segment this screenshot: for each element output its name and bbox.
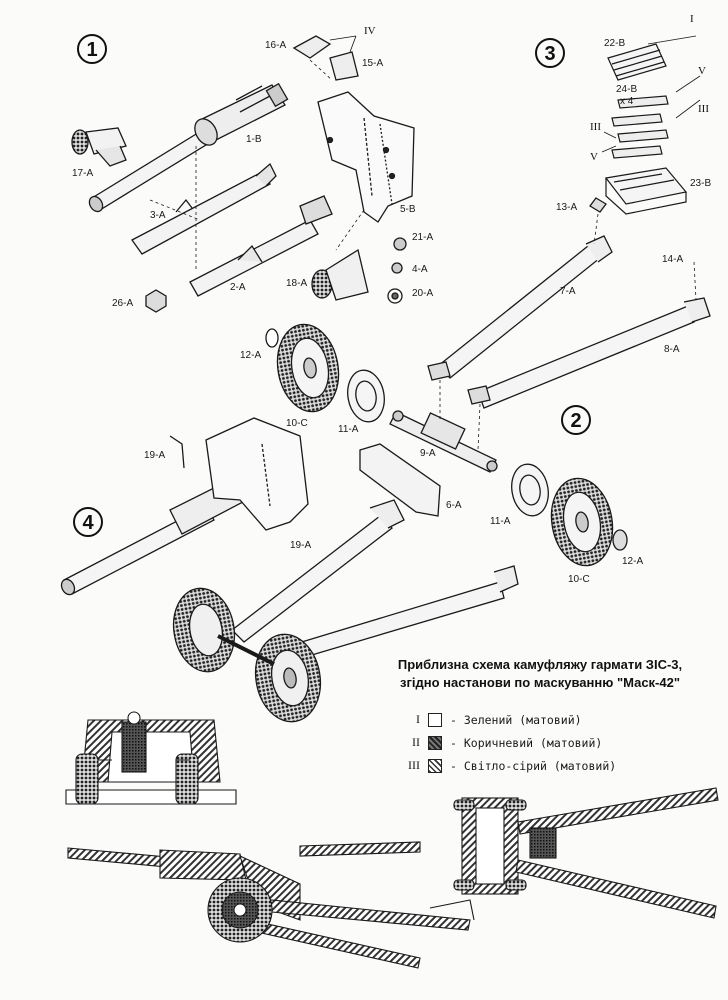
right-trail-part	[467, 261, 711, 409]
label-24b: 24-B	[616, 84, 637, 95]
camouflage-title-line-1: Приблизна схема камуфляжу гармати ЗІС-3,	[397, 657, 683, 672]
sight-part	[292, 35, 359, 81]
camouflage-title-line-2: згідно настанови по маскуванню "Маск-42"	[399, 675, 681, 690]
step-1-marker: 1	[77, 34, 107, 64]
svg-text:4: 4	[82, 512, 94, 534]
axle-part	[389, 410, 498, 473]
label-11a-left: 11-A	[338, 424, 359, 435]
shield-part	[317, 91, 415, 223]
label-7a: 7-A	[560, 286, 576, 297]
legend-label: - Світло-сірий (матовий)	[450, 758, 617, 773]
label-8a: 8-A	[664, 344, 680, 355]
brown-swatch-icon	[428, 735, 442, 750]
trunnion-part	[71, 127, 127, 167]
legend-label: - Зелений (матовий)	[450, 712, 582, 727]
camouflage-legend: I - Зелений (матовий) II - Коричневий (м…	[398, 708, 718, 777]
svg-text:3: 3	[544, 43, 555, 65]
step-3-assembly	[601, 35, 701, 215]
label-19a-top: 19-A	[144, 450, 165, 461]
shells-part	[611, 95, 669, 159]
grey-swatch-icon	[428, 758, 442, 773]
callout-v-top: V	[698, 65, 706, 77]
lower-shield-part	[359, 443, 441, 517]
colour-callouts: IV I V III III V	[329, 13, 709, 163]
label-15a: 15-A	[362, 58, 383, 69]
label-17a: 17-A	[72, 168, 93, 179]
svg-text:2: 2	[570, 410, 581, 432]
label-4a: 4-A	[412, 264, 428, 275]
label-12a-left: 12-A	[240, 350, 261, 361]
label-18a: 18-A	[286, 278, 307, 289]
callout-iii-left: III	[590, 121, 601, 133]
label-9a: 9-A	[420, 448, 436, 459]
left-hub-part	[347, 369, 385, 423]
label-12a-right: 12-A	[622, 556, 643, 567]
legend-row-green: I - Зелений (матовий)	[398, 708, 718, 731]
label-13a: 13-A	[556, 202, 577, 213]
legend-number: II	[412, 735, 420, 749]
right-wheel-part	[550, 477, 628, 567]
step-2-marker: 2	[561, 405, 591, 435]
svg-text:1: 1	[86, 39, 97, 61]
label-26a: 26-A	[112, 298, 133, 309]
left-trail-part	[427, 197, 613, 381]
step-4-assembly	[60, 417, 519, 723]
camo-top-view	[299, 787, 719, 919]
camo-side-view	[67, 847, 475, 969]
ammo-rack-part	[607, 43, 667, 81]
callout-v-left: V	[590, 151, 598, 163]
cradle-part	[131, 162, 333, 297]
label-6a: 6-A	[446, 500, 462, 511]
elevation-mechanism-part	[311, 237, 407, 304]
step-3-marker: 3	[535, 38, 565, 68]
label-2a: 2-A	[230, 282, 246, 293]
label-16a: 16-A	[265, 40, 286, 51]
legend-row-grey: III - Світло-сірий (матовий)	[398, 754, 718, 777]
left-wheel-part	[265, 323, 340, 413]
callout-iv: IV	[364, 25, 376, 37]
legend-number: III	[408, 758, 420, 772]
label-19a-bottom: 19-A	[290, 540, 311, 551]
label-23b: 23-B	[690, 178, 711, 189]
step-2-assembly	[265, 197, 711, 567]
label-10c-right: 10-C	[568, 574, 590, 585]
right-hub-part	[511, 463, 549, 517]
label-5b: 5-B	[400, 204, 416, 215]
legend-label: - Коричневий (матовий)	[450, 735, 603, 750]
ammo-box-part	[604, 167, 688, 215]
label-1b: 1-B	[246, 134, 262, 145]
label-10c-left: 10-C	[286, 418, 308, 429]
step-1-assembly	[71, 35, 415, 313]
green-swatch-icon	[428, 712, 442, 727]
callout-i: I	[690, 13, 694, 25]
legend-number: I	[416, 712, 420, 726]
label-3a: 3-A	[150, 210, 166, 221]
barrel-part	[88, 82, 289, 213]
label-14a: 14-A	[662, 254, 683, 265]
callout-iii-right: III	[698, 103, 709, 115]
part-labels: 16-A 15-A 1-B 17-A 3-A 5-B 21-A 4-A 18-A…	[72, 38, 711, 585]
label-24b-qty: x 4	[620, 96, 634, 107]
label-22b: 22-B	[604, 38, 625, 49]
step-4-marker: 4	[73, 507, 103, 537]
handwheel-part	[145, 289, 167, 313]
legend-row-brown: II - Коричневий (матовий)	[398, 731, 718, 754]
label-11a-right: 11-A	[490, 516, 511, 527]
camouflage-title: Приблизна схема камуфляжу гармати ЗІС-3,…	[360, 656, 720, 692]
label-20a: 20-A	[412, 288, 433, 299]
camo-front-view	[65, 711, 237, 805]
label-21a: 21-A	[412, 232, 433, 243]
